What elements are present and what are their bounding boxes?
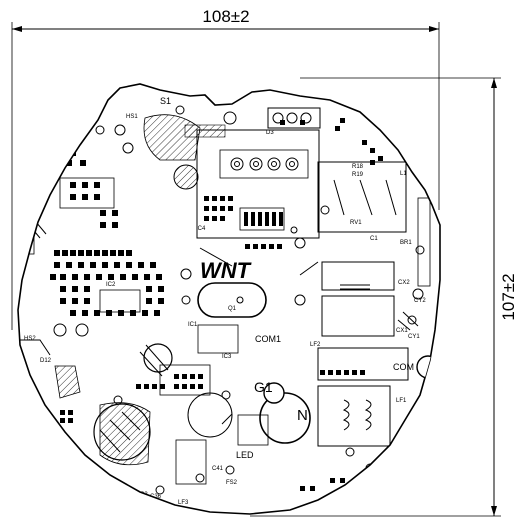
- label-ic1: IC1: [188, 322, 198, 328]
- label-d3: D3: [266, 130, 274, 136]
- ic-chip: [239, 207, 285, 231]
- label-c41: C41: [212, 466, 224, 472]
- bottom-block: [175, 439, 207, 485]
- block-com: [317, 347, 409, 381]
- large-hole-1: [259, 392, 311, 444]
- wnt-logo: WNT: [200, 258, 252, 283]
- hatched-zone-left: [54, 365, 81, 399]
- width-dimension: 108±2: [11, 7, 440, 330]
- width-label: 108±2: [202, 7, 249, 26]
- mid-left-block: [159, 364, 211, 396]
- label-led: LED: [236, 450, 254, 460]
- label-cx1: CX1: [396, 328, 408, 334]
- label-br1: BR1: [400, 240, 412, 246]
- label-lf1: LF1: [396, 398, 407, 404]
- center-pad-row: [219, 149, 309, 179]
- symbols: [20, 179, 437, 453]
- label-c1: C1: [370, 236, 378, 242]
- oval-slot: [197, 282, 267, 318]
- label-fs2: FS2: [226, 480, 238, 486]
- label-com: COM: [393, 362, 414, 372]
- center-module: [196, 129, 320, 239]
- round-part-left: [93, 403, 151, 461]
- height-label: 107±2: [499, 273, 517, 320]
- hole-right: [416, 355, 440, 379]
- label-hs1: HS1: [126, 114, 138, 120]
- label-rv1: RV1: [350, 220, 362, 226]
- label-cy2: CY2: [414, 298, 426, 304]
- d3-block: [267, 107, 321, 129]
- label-rt1: RT1: [340, 490, 352, 496]
- board-contents: WNT COM1 COM G1 N LED L1 BR1 C1 CX1 CX2 …: [19, 96, 440, 506]
- label-ic2: IC2: [106, 282, 116, 288]
- br1-strip: [417, 197, 431, 287]
- hatched-zone-bottom: [99, 402, 151, 466]
- label-com1: COM1: [255, 334, 281, 344]
- left-top-block: [59, 177, 115, 209]
- label-g1: G1: [254, 379, 273, 395]
- label-q1: Q1: [228, 306, 237, 312]
- label-d12: D12: [40, 358, 52, 364]
- label-lf3: LF3: [178, 500, 189, 506]
- com1-block: [197, 324, 239, 354]
- hole-g1: [263, 382, 285, 404]
- capacitor-cy2: [321, 295, 395, 337]
- capacitor-cx2: [321, 261, 395, 291]
- led-block: [237, 414, 269, 446]
- label-s1: S1: [160, 96, 171, 106]
- label-r19: R19: [352, 172, 364, 178]
- hatched-circle: [173, 164, 199, 190]
- label-ic4: IC4: [196, 226, 206, 232]
- label-lf2: LF2: [310, 342, 321, 348]
- label-n: N: [297, 407, 308, 424]
- pad-cluster-center: [60, 118, 383, 491]
- label-l1: L1: [400, 171, 407, 177]
- height-dimension: 107±2: [250, 77, 517, 517]
- label-ic3: IC3: [222, 354, 232, 360]
- label-cx2: CX2: [398, 280, 410, 286]
- pad-cluster-left: [50, 140, 164, 316]
- label-r18: R18: [352, 164, 364, 170]
- relay-block: [317, 161, 407, 233]
- hatched-strip: [184, 124, 226, 138]
- label-c36: C36: [150, 494, 162, 500]
- label-cy1: CY1: [408, 334, 420, 340]
- transformer-block: [317, 385, 391, 447]
- label-hs2: HS2: [24, 336, 36, 342]
